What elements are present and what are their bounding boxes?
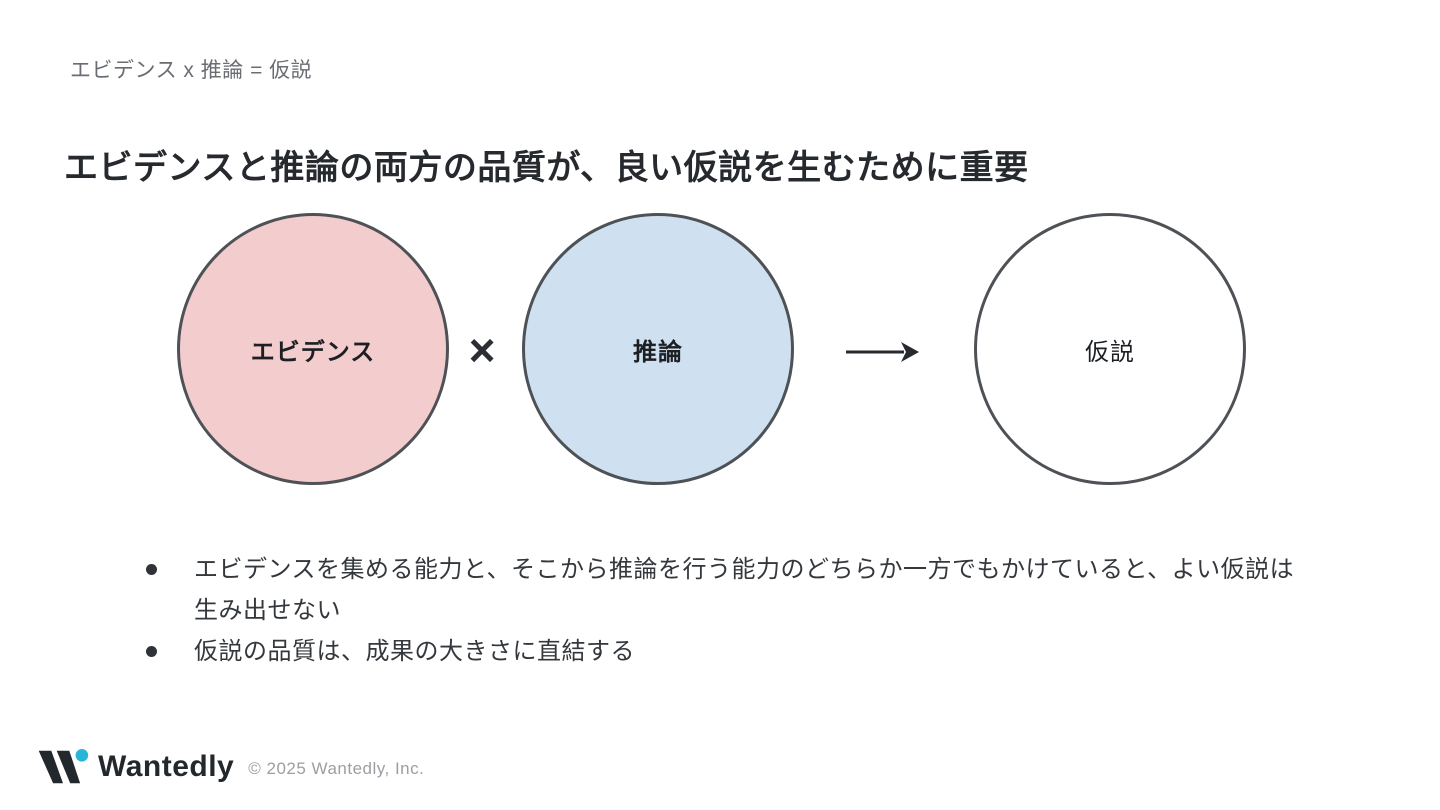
bullet-text-2: 仮説の品質は、成果の大きさに直結する	[194, 638, 635, 665]
inference-circle: 推論	[522, 213, 794, 485]
wantedly-logo-icon	[36, 746, 90, 788]
evidence-circle: エビデンス	[177, 213, 449, 485]
inference-circle-label: 推論	[633, 338, 683, 366]
evidence-circle-label: エビデンス	[250, 338, 376, 366]
slide-title: エビデンスと推論の両方の品質が、良い仮説を生むために重要	[64, 149, 1029, 187]
bullet-dot-icon	[146, 646, 157, 657]
bullet-text-1: エビデンスを集める能力と、そこから推論を行う能力のどちらか一方でもかけていると、…	[194, 556, 1295, 624]
list-item: 仮説の品質は、成果の大きさに直結する	[146, 631, 1306, 672]
logo-dot	[75, 749, 89, 762]
copyright-text: © 2025 Wantedly, Inc.	[248, 759, 425, 778]
footer: Wantedly © 2025 Wantedly, Inc.	[36, 746, 424, 788]
hypothesis-circle: 仮説	[974, 213, 1246, 485]
hypothesis-circle-label: 仮説	[1085, 338, 1135, 366]
multiply-icon: ×	[468, 324, 496, 376]
list-item: エビデンスを集める能力と、そこから推論を行う能力のどちらか一方でもかけていると、…	[146, 549, 1306, 631]
bullet-dot-icon	[146, 564, 157, 575]
right-arrow-icon	[845, 339, 921, 365]
bullet-list: エビデンスを集める能力と、そこから推論を行う能力のどちらか一方でもかけていると、…	[146, 549, 1306, 672]
slide-kicker: エビデンス x 推論 = 仮説	[70, 59, 313, 82]
wantedly-wordmark: Wantedly	[98, 750, 235, 783]
